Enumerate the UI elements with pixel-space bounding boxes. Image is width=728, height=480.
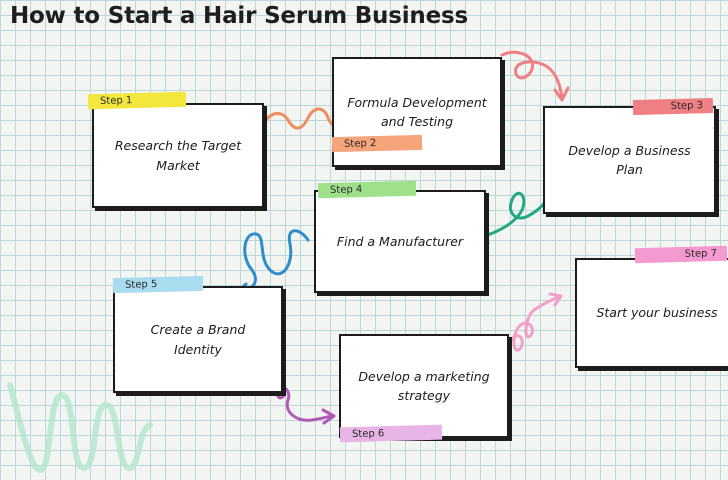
step-2-text: Formula Development and Testing	[347, 94, 487, 129]
step-5-tag: Step 5	[112, 275, 204, 294]
step-2-tag: Step 2	[331, 134, 423, 153]
step-1-text: Research the Target Market	[114, 138, 242, 173]
step-4-tag: Step 4	[317, 180, 417, 199]
step-3-tag: Step 3	[632, 97, 714, 116]
step-1-tag: Step 1	[87, 91, 187, 110]
step-3-text: Develop a Business Plan	[568, 142, 691, 177]
step-7-box: Start your business	[575, 258, 728, 368]
step-4-box: Find a Manufacturer	[314, 190, 486, 293]
step-7-tag: Step 7	[634, 245, 728, 264]
step-4-text: Find a Manufacturer	[336, 233, 464, 249]
step-6-tag: Step 6	[339, 424, 443, 443]
step-1-box: Research the Target Market	[92, 103, 264, 208]
step-6-text: Develop a marketing strategy	[358, 368, 490, 403]
step-3-box: Develop a Business Plan	[543, 106, 716, 214]
step-5-text: Create a Brand Identity	[150, 322, 246, 357]
step-6-box: Develop a marketing strategy	[339, 334, 509, 438]
arrow-step6-to-step7	[498, 294, 562, 364]
arrow-step4-to-step5	[236, 229, 310, 294]
step-5-box: Create a Brand Identity	[113, 286, 283, 393]
page-title: How to Start a Hair Serum Business	[10, 3, 468, 29]
decorative-scribble	[7, 382, 153, 474]
arrow-step2-to-step3	[500, 50, 564, 100]
step-7-text: Start your business	[596, 305, 718, 321]
